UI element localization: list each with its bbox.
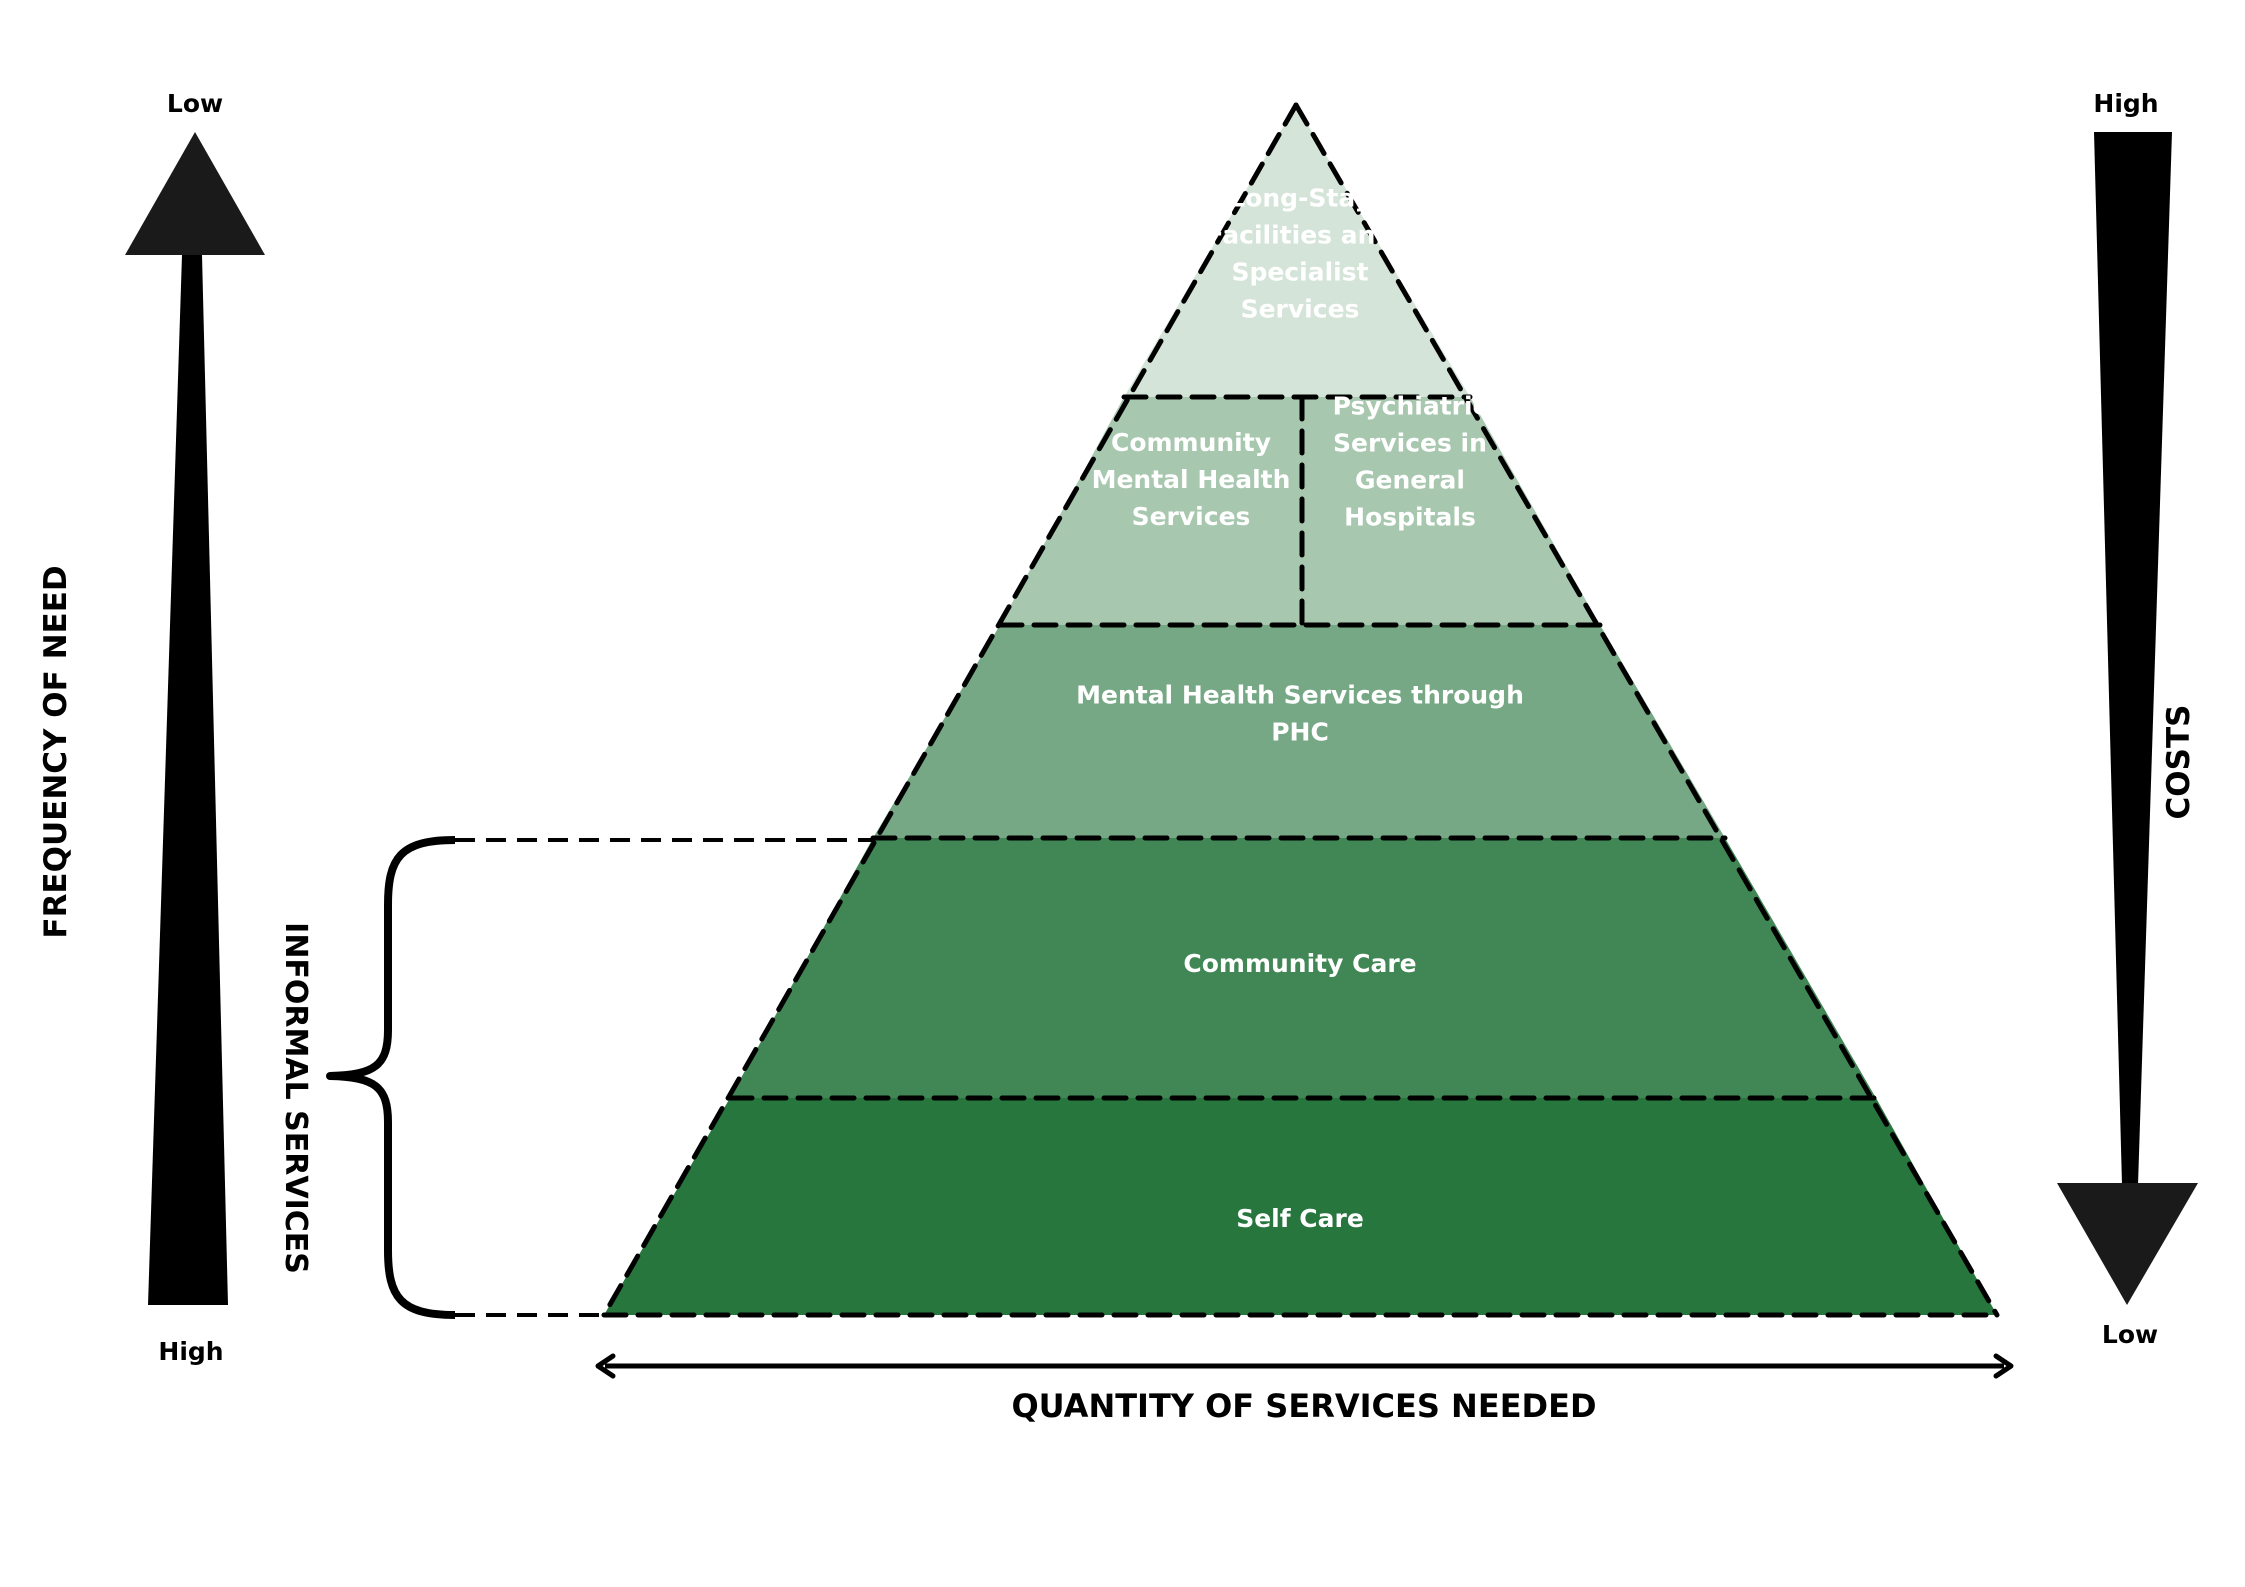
tier-top: [1124, 105, 1470, 397]
costs-title: COSTS: [2161, 705, 2197, 820]
tier-label-line: General: [1355, 466, 1465, 495]
up-arrow-icon: [125, 132, 265, 255]
frequency-wedge: [148, 255, 228, 1305]
tier-label-line: PHC: [1271, 718, 1329, 747]
down-arrow-icon: [2057, 1183, 2198, 1305]
informal-services-bracket: INFORMAL SERVICES: [278, 836, 873, 1319]
tier-fourth: [730, 838, 1876, 1098]
right-arrowhead-icon: [1993, 1353, 2014, 1379]
frequency-of-need-axis: Low High FREQUENCY OF NEED: [38, 89, 265, 1366]
costs-axis: High Low COSTS: [2057, 89, 2198, 1349]
tier-label-line: Community Care: [1183, 949, 1416, 978]
quantity-of-services-axis: QUANTITY OF SERVICES NEEDED: [595, 1353, 2014, 1425]
tier-label-line: Psychiatric: [1333, 392, 1488, 421]
tier-bottom-label: Self Care: [1236, 1204, 1364, 1233]
frequency-of-need-title: FREQUENCY OF NEED: [38, 565, 74, 938]
tier-label-line: Hospitals: [1344, 503, 1476, 532]
tier-label-line: Mental Health: [1092, 465, 1291, 494]
pyramid-outline: [601, 102, 2000, 1318]
informal-services-label: INFORMAL SERVICES: [278, 922, 313, 1274]
costs-bottom-label: Low: [2102, 1320, 2158, 1349]
frequency-bottom-label: High: [158, 1337, 223, 1366]
tier-label-line: Long-Stay: [1229, 184, 1371, 213]
left-arrowhead-icon: [595, 1353, 616, 1379]
quantity-of-services-title: QUANTITY OF SERVICES NEEDED: [1011, 1387, 1596, 1425]
tier-label-line: Community: [1111, 428, 1271, 457]
costs-wedge: [2094, 132, 2172, 1185]
tier-label-line: Specialist: [1231, 258, 1368, 287]
curly-brace-icon: [326, 836, 456, 1319]
costs-top-label: High: [2093, 89, 2158, 118]
tier-label-line: Services: [1241, 295, 1360, 324]
tier-second-right: [1302, 397, 1600, 625]
tier-label-line: Services: [1132, 502, 1251, 531]
tier-label-line: Self Care: [1236, 1204, 1364, 1233]
tier-fourth-label: Community Care: [1183, 949, 1416, 978]
tier-bottom: [604, 1098, 1997, 1315]
tier-second-left: [1000, 397, 1302, 625]
tier-label-line: Facilities and: [1207, 221, 1394, 250]
tier-third: [873, 625, 1725, 838]
tier-label-line: Mental Health Services through: [1076, 681, 1524, 710]
tier-label-line: Services in: [1333, 429, 1487, 458]
frequency-top-label: Low: [167, 89, 223, 118]
